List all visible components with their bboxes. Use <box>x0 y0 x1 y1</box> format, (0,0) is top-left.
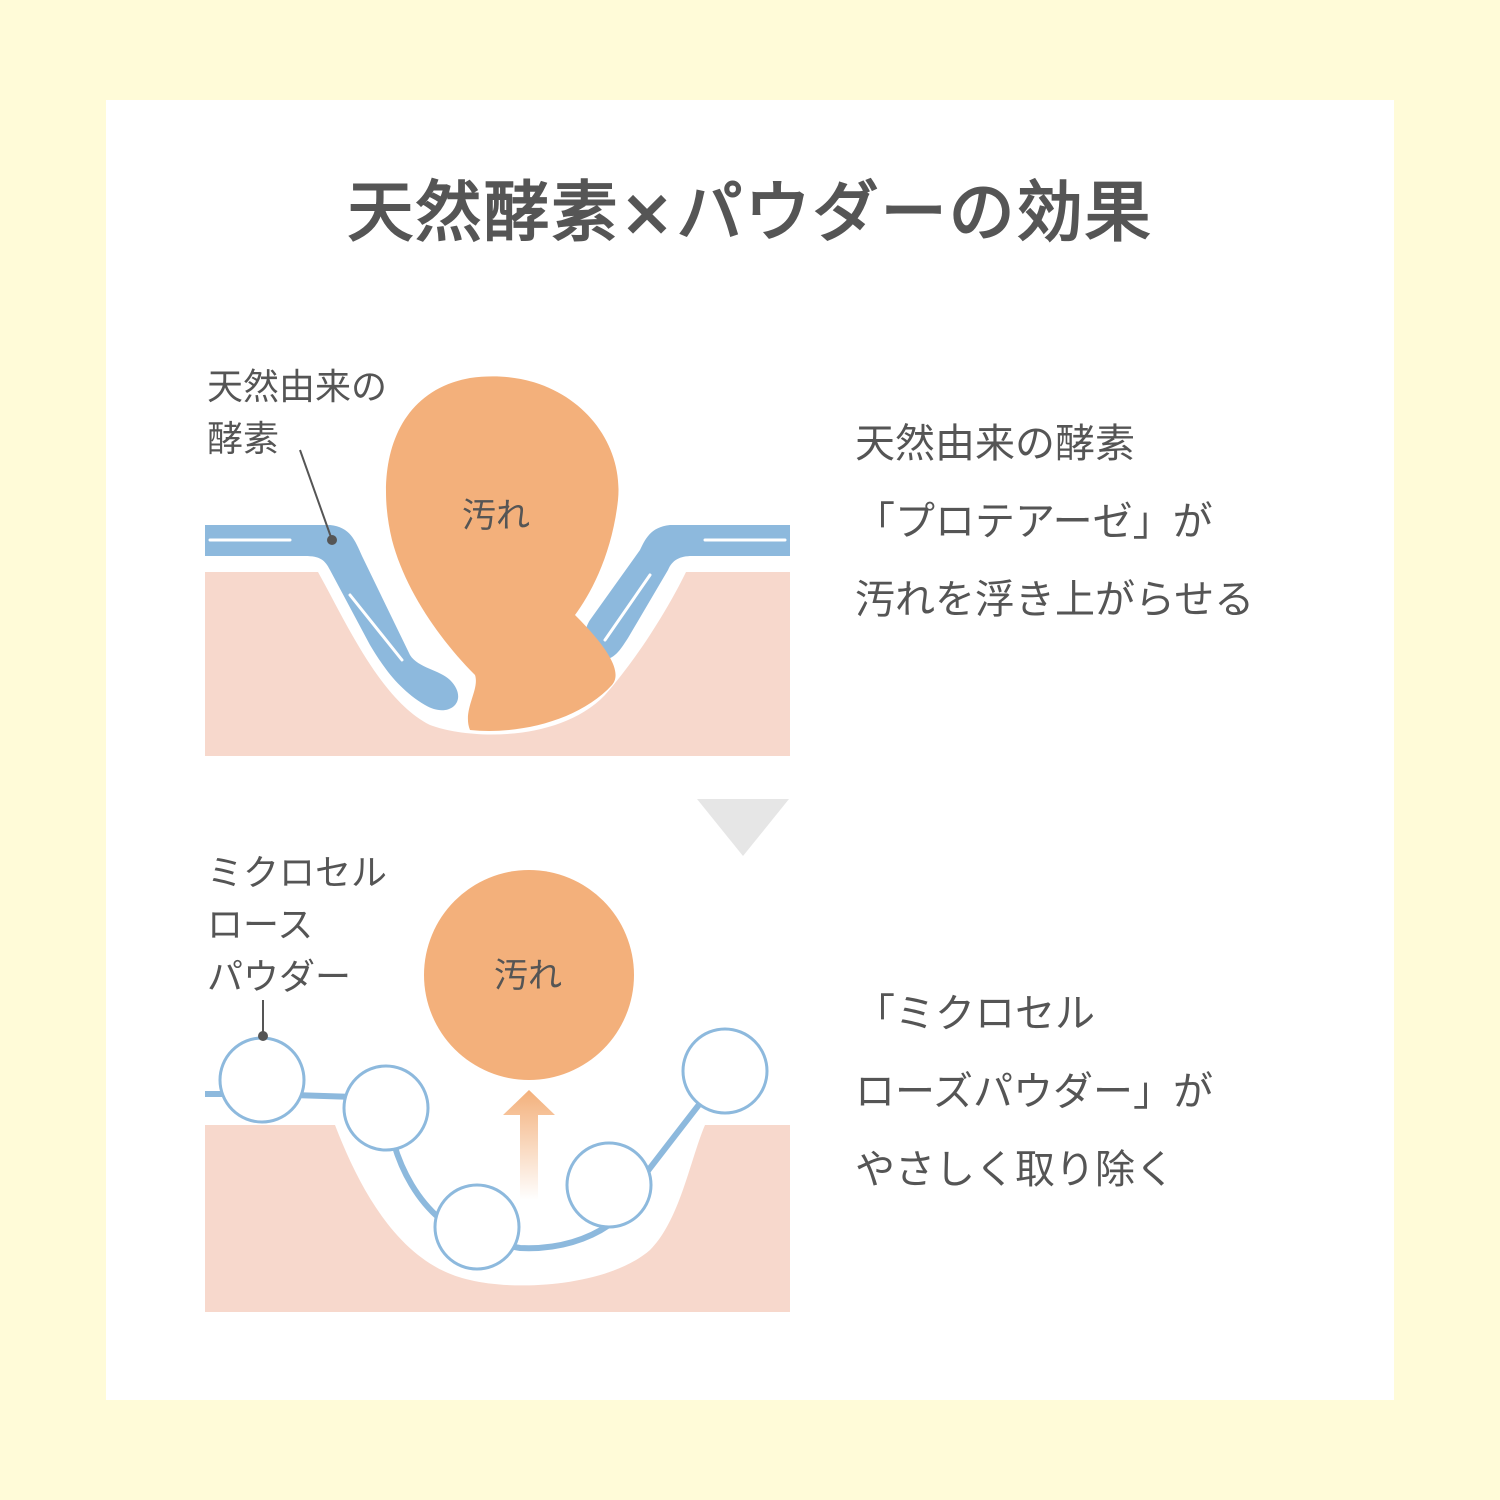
enzyme-flow-right <box>584 525 790 660</box>
powder-particle <box>433 1183 521 1271</box>
step2-description: 「ミクロセル ローズパウダー」が やさしく取り除く <box>855 991 1213 1193</box>
page-title: 天然酵素×パウダーの効果 <box>347 174 1153 251</box>
step1-description: 天然由来の酵素 「プロテアーゼ」が 汚れを浮き上がらせる <box>855 421 1255 623</box>
skin-layer-2 <box>205 1125 790 1312</box>
enzyme-highlight-left <box>208 538 404 662</box>
enzyme-label: 天然由来の 酵素 <box>207 367 388 460</box>
enzyme-pointer-dot <box>327 535 337 545</box>
powder-label: ミクロセル ロース パウダー <box>207 853 388 998</box>
powder-pointer-dot <box>258 1031 268 1041</box>
powder-particle <box>342 1064 430 1152</box>
step-arrow <box>697 799 789 856</box>
dirt-blob <box>385 376 619 731</box>
enzyme-flow-left <box>205 525 459 711</box>
lifted-dirt <box>424 870 634 1080</box>
skin-layer <box>205 572 790 756</box>
enzyme-highlight-right <box>603 538 787 642</box>
powder-particle <box>681 1027 769 1115</box>
dirt-label: 汚れ <box>462 496 530 536</box>
lift-arrow <box>503 1090 555 1200</box>
powder-particle <box>218 1036 306 1124</box>
lifted-dirt-label: 汚れ <box>494 956 562 996</box>
enzyme-pointer-line <box>299 449 333 541</box>
powder-particle <box>565 1141 653 1229</box>
